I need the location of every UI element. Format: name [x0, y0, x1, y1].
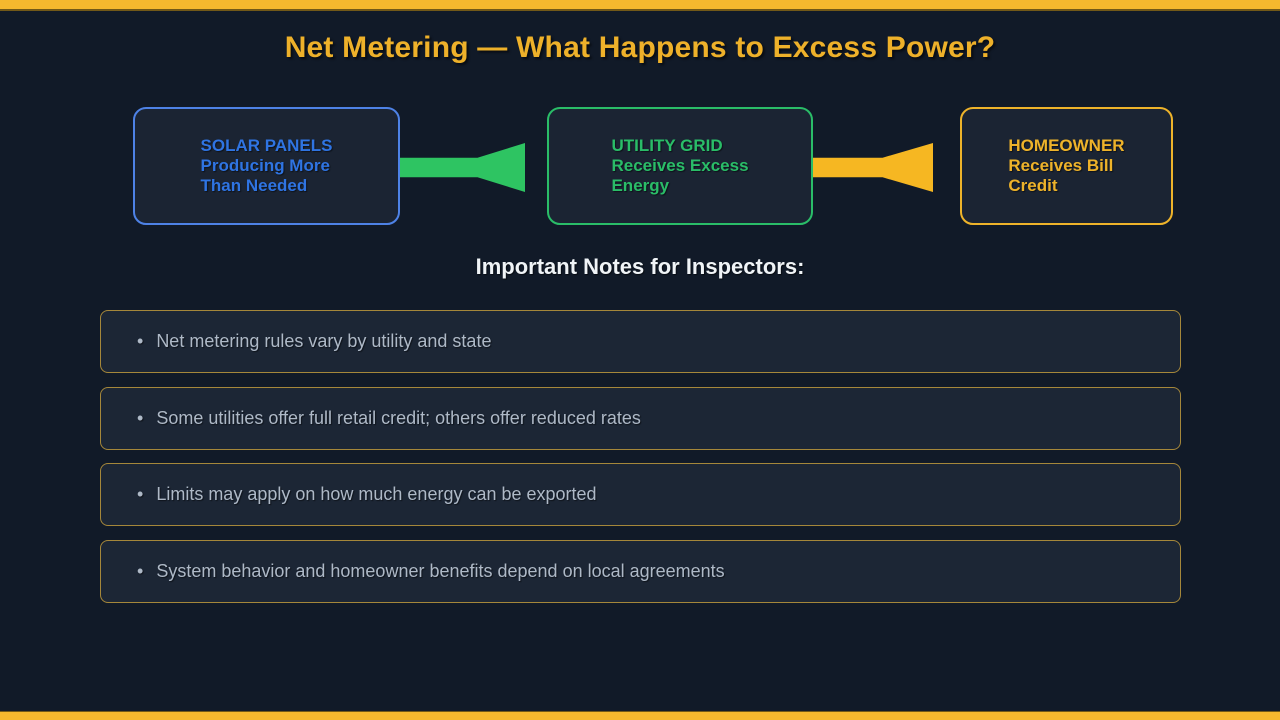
flow-arrow-grid-to-homeowner-icon — [813, 143, 933, 192]
page-title: Net Metering — What Happens to Excess Po… — [284, 31, 996, 64]
bullet-icon: • — [137, 331, 144, 351]
note-item: • Net metering rules vary by utility and… — [100, 310, 1181, 373]
notes-heading: Important Notes for Inspectors: — [475, 254, 805, 279]
flow-arrow-solar-to-grid-icon — [400, 143, 525, 192]
node-line: Producing More — [200, 156, 330, 175]
flow-node-solar-panels-label: SOLAR PANELS Producing More Than Needed — [201, 136, 333, 196]
note-item: • System behavior and homeowner benefits… — [100, 540, 1181, 603]
bullet-icon: • — [137, 561, 144, 581]
flow-node-homeowner-label: HOMEOWNER Receives Bill Credit — [1008, 136, 1124, 196]
node-line: Receives Bill — [1008, 156, 1114, 175]
top-accent-bar — [0, 0, 1280, 11]
note-text: Limits may apply on how much energy can … — [156, 484, 597, 504]
flow-node-utility-grid: UTILITY GRID Receives Excess Energy — [547, 107, 813, 225]
bullet-icon: • — [137, 484, 144, 504]
bullet-icon: • — [137, 408, 144, 428]
node-line: UTILITY GRID — [611, 136, 723, 155]
node-line: Receives Excess — [611, 156, 749, 175]
note-text: Some utilities offer full retail credit;… — [156, 408, 641, 428]
note-item: • Limits may apply on how much energy ca… — [100, 463, 1181, 526]
note-text: Net metering rules vary by utility and s… — [156, 331, 492, 351]
node-line: Credit — [1008, 176, 1058, 195]
note-text: System behavior and homeowner benefits d… — [156, 561, 725, 581]
bottom-accent-bar — [0, 711, 1280, 720]
node-line: HOMEOWNER — [1008, 136, 1125, 155]
flow-node-homeowner: HOMEOWNER Receives Bill Credit — [960, 107, 1173, 225]
flow-node-utility-grid-label: UTILITY GRID Receives Excess Energy — [611, 136, 748, 196]
flow-node-solar-panels: SOLAR PANELS Producing More Than Needed — [133, 107, 400, 225]
note-item: • Some utilities offer full retail credi… — [100, 387, 1181, 450]
node-line: Than Needed — [200, 176, 308, 195]
node-line: Energy — [611, 176, 670, 195]
node-line: SOLAR PANELS — [200, 136, 333, 155]
